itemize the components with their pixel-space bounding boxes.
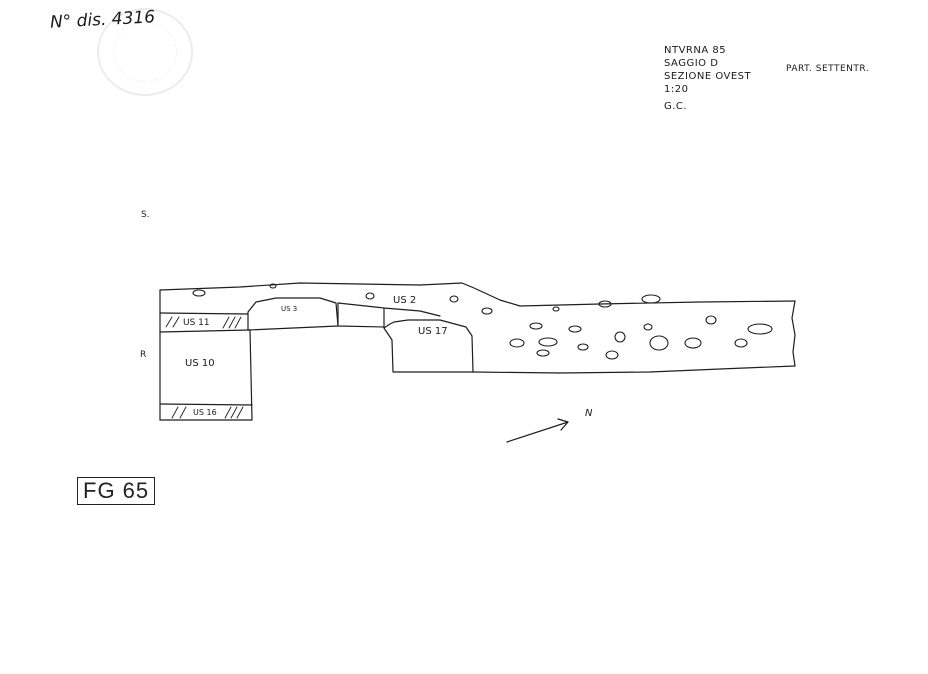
stone	[365, 292, 375, 300]
layer-label-us16: US 16	[193, 408, 217, 417]
header-notes: NTVRNA 85 SAGGIO D SEZIONE OVEST 1:20 G.…	[664, 44, 751, 113]
note-section: SEZIONE OVEST	[664, 71, 752, 82]
layer-label-us3: US 3	[281, 305, 297, 313]
stone	[552, 306, 560, 312]
stone	[577, 343, 589, 351]
stone	[269, 283, 277, 289]
section-bottom-right	[472, 365, 796, 374]
north-arrow-head	[557, 418, 569, 431]
stone	[449, 295, 459, 303]
stone	[536, 349, 550, 357]
stone	[605, 350, 619, 360]
note-trench: SAGGIO D	[664, 58, 719, 69]
note-scale: 1:20	[664, 84, 689, 95]
stone	[192, 289, 206, 297]
section-divider-1	[337, 302, 385, 328]
stone	[529, 322, 543, 330]
section-label-s: S.	[141, 210, 150, 220]
stones	[192, 283, 773, 360]
stone	[649, 335, 669, 351]
part-label: PART. SETTENTR.	[786, 64, 870, 74]
stone	[509, 338, 525, 348]
stone	[641, 294, 661, 304]
stone	[598, 300, 612, 308]
stone	[538, 337, 558, 347]
stone	[734, 338, 748, 348]
north-label: N	[585, 408, 593, 419]
stone	[747, 323, 773, 335]
layer-label-us17: US 17	[418, 326, 448, 337]
us11-bottom	[159, 329, 251, 333]
section-right-edge	[791, 300, 796, 367]
us3-outline	[247, 297, 339, 331]
layer-label-us2: US 2	[393, 295, 416, 306]
us17-outline	[383, 319, 474, 373]
note-author: G.C.	[664, 101, 688, 112]
section-top-outline	[159, 282, 796, 307]
us10-right	[249, 329, 253, 421]
us16-top	[160, 403, 253, 406]
archive-stamp	[97, 8, 193, 96]
stone	[614, 331, 626, 343]
section-divider-3	[337, 302, 441, 317]
figure-label: FG 65	[77, 477, 156, 505]
stone	[705, 315, 717, 325]
section-label-r: R	[140, 350, 147, 360]
north-arrow-shaft	[506, 421, 569, 443]
note-site: NTVRNA 85	[664, 45, 727, 56]
stone	[568, 325, 582, 333]
stone	[643, 323, 653, 331]
layer-label-us10: US 10	[185, 358, 215, 369]
layer-label-us11: US 11	[183, 318, 210, 328]
archive-stamp-inner	[113, 22, 177, 82]
hatching	[165, 316, 244, 419]
stone	[481, 307, 493, 315]
us11-top	[159, 312, 249, 315]
stone	[684, 337, 702, 349]
